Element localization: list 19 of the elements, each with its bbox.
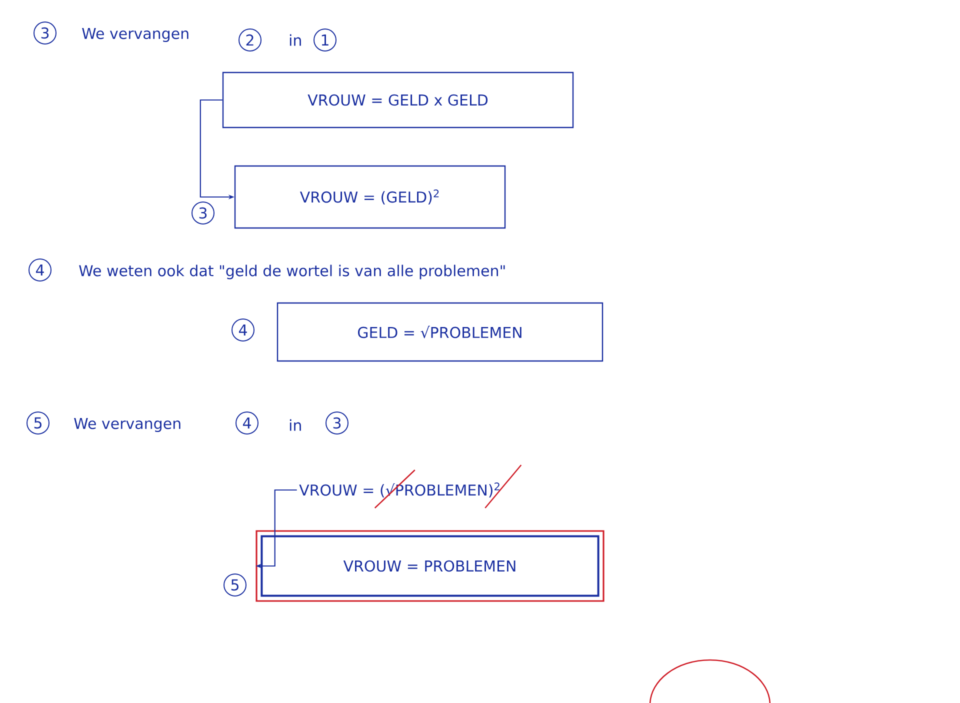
circled-number: 4 — [232, 318, 254, 342]
equation-box: VROUW = GELD x GELD — [222, 72, 574, 128]
note-text: We vervangen — [82, 28, 188, 42]
circled-number: 3 — [326, 412, 348, 434]
circled-number: 5 — [26, 412, 50, 434]
equation-box: GELD = √PROBLEMEN — [276, 302, 604, 362]
circled-number: 3 — [34, 22, 56, 44]
result-box: VROUW = PROBLEMEN — [256, 530, 604, 602]
circled-number: 3 — [192, 202, 214, 224]
circled-number: 4 — [28, 258, 52, 282]
circled-number: 5 — [224, 574, 246, 596]
circled-number: 1 — [314, 28, 336, 52]
equation-box: VROUW = (GELD)$^{2}$ — [234, 165, 506, 229]
circled-number: 4 — [236, 412, 258, 434]
note-text: We weten ook dat "geld de wortel is van alle problemen" — [79, 264, 505, 280]
circled-number: 2 — [238, 28, 262, 52]
note-text: We vervangen — [74, 418, 180, 432]
note-text: in — [290, 419, 301, 431]
note-text: in — [290, 34, 301, 46]
